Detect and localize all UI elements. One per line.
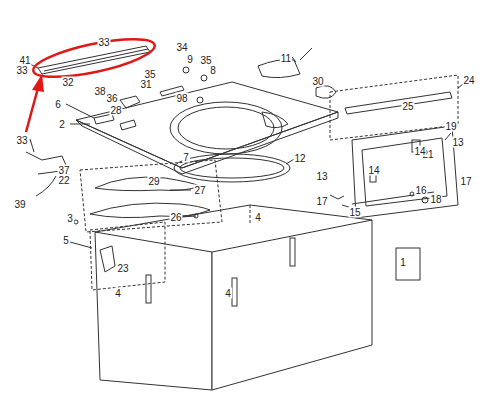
callout-number: 13 xyxy=(451,137,464,148)
callout-number: 2 xyxy=(58,119,66,130)
callout-number: 39 xyxy=(13,199,26,210)
callout-number: 22 xyxy=(57,175,70,186)
callout-number: 29 xyxy=(147,176,160,187)
callout-number: 9 xyxy=(186,54,194,65)
callout-number: 17 xyxy=(459,176,472,187)
callout-number: 1 xyxy=(399,257,407,268)
callout-number: 11 xyxy=(280,53,292,64)
callout-number: 17 xyxy=(315,196,328,207)
callout-number: 4 xyxy=(224,288,232,299)
callout-number: 25 xyxy=(401,101,414,112)
callout-number: 23 xyxy=(116,263,129,274)
callout-number: 16 xyxy=(414,185,427,196)
callout-number: 6 xyxy=(54,99,62,110)
callout-number: 5 xyxy=(62,235,70,246)
callout-number: 7 xyxy=(182,152,190,163)
callout-number: 4 xyxy=(114,288,122,299)
callout-number: 19 xyxy=(444,121,457,132)
callout-number: 33 xyxy=(97,37,110,48)
callout-number: 34 xyxy=(175,42,188,53)
callout-number: 28 xyxy=(109,105,122,116)
callout-number: 26 xyxy=(169,212,182,223)
callout-number: 15 xyxy=(348,207,361,218)
callout-number: 98 xyxy=(175,93,188,104)
callout-number: 24 xyxy=(462,75,475,86)
callout-number: 13 xyxy=(315,171,328,182)
callout-number: 18 xyxy=(429,194,442,205)
callout-number: 12 xyxy=(293,153,306,164)
callout-number: 31 xyxy=(139,79,152,90)
callout-number: 14 xyxy=(367,165,380,176)
callout-number: 32 xyxy=(61,77,74,88)
callout-number: 4 xyxy=(254,212,262,223)
callout-number: 8 xyxy=(209,65,217,76)
callout-number: 27 xyxy=(193,185,206,196)
callout-number: 3 xyxy=(66,213,74,224)
callout-number: 33 xyxy=(15,135,28,146)
callout-number: 36 xyxy=(105,93,118,104)
callout-number: 14 xyxy=(413,146,426,157)
callout-number: 30 xyxy=(311,76,324,87)
callout-number: 33 xyxy=(15,65,28,76)
